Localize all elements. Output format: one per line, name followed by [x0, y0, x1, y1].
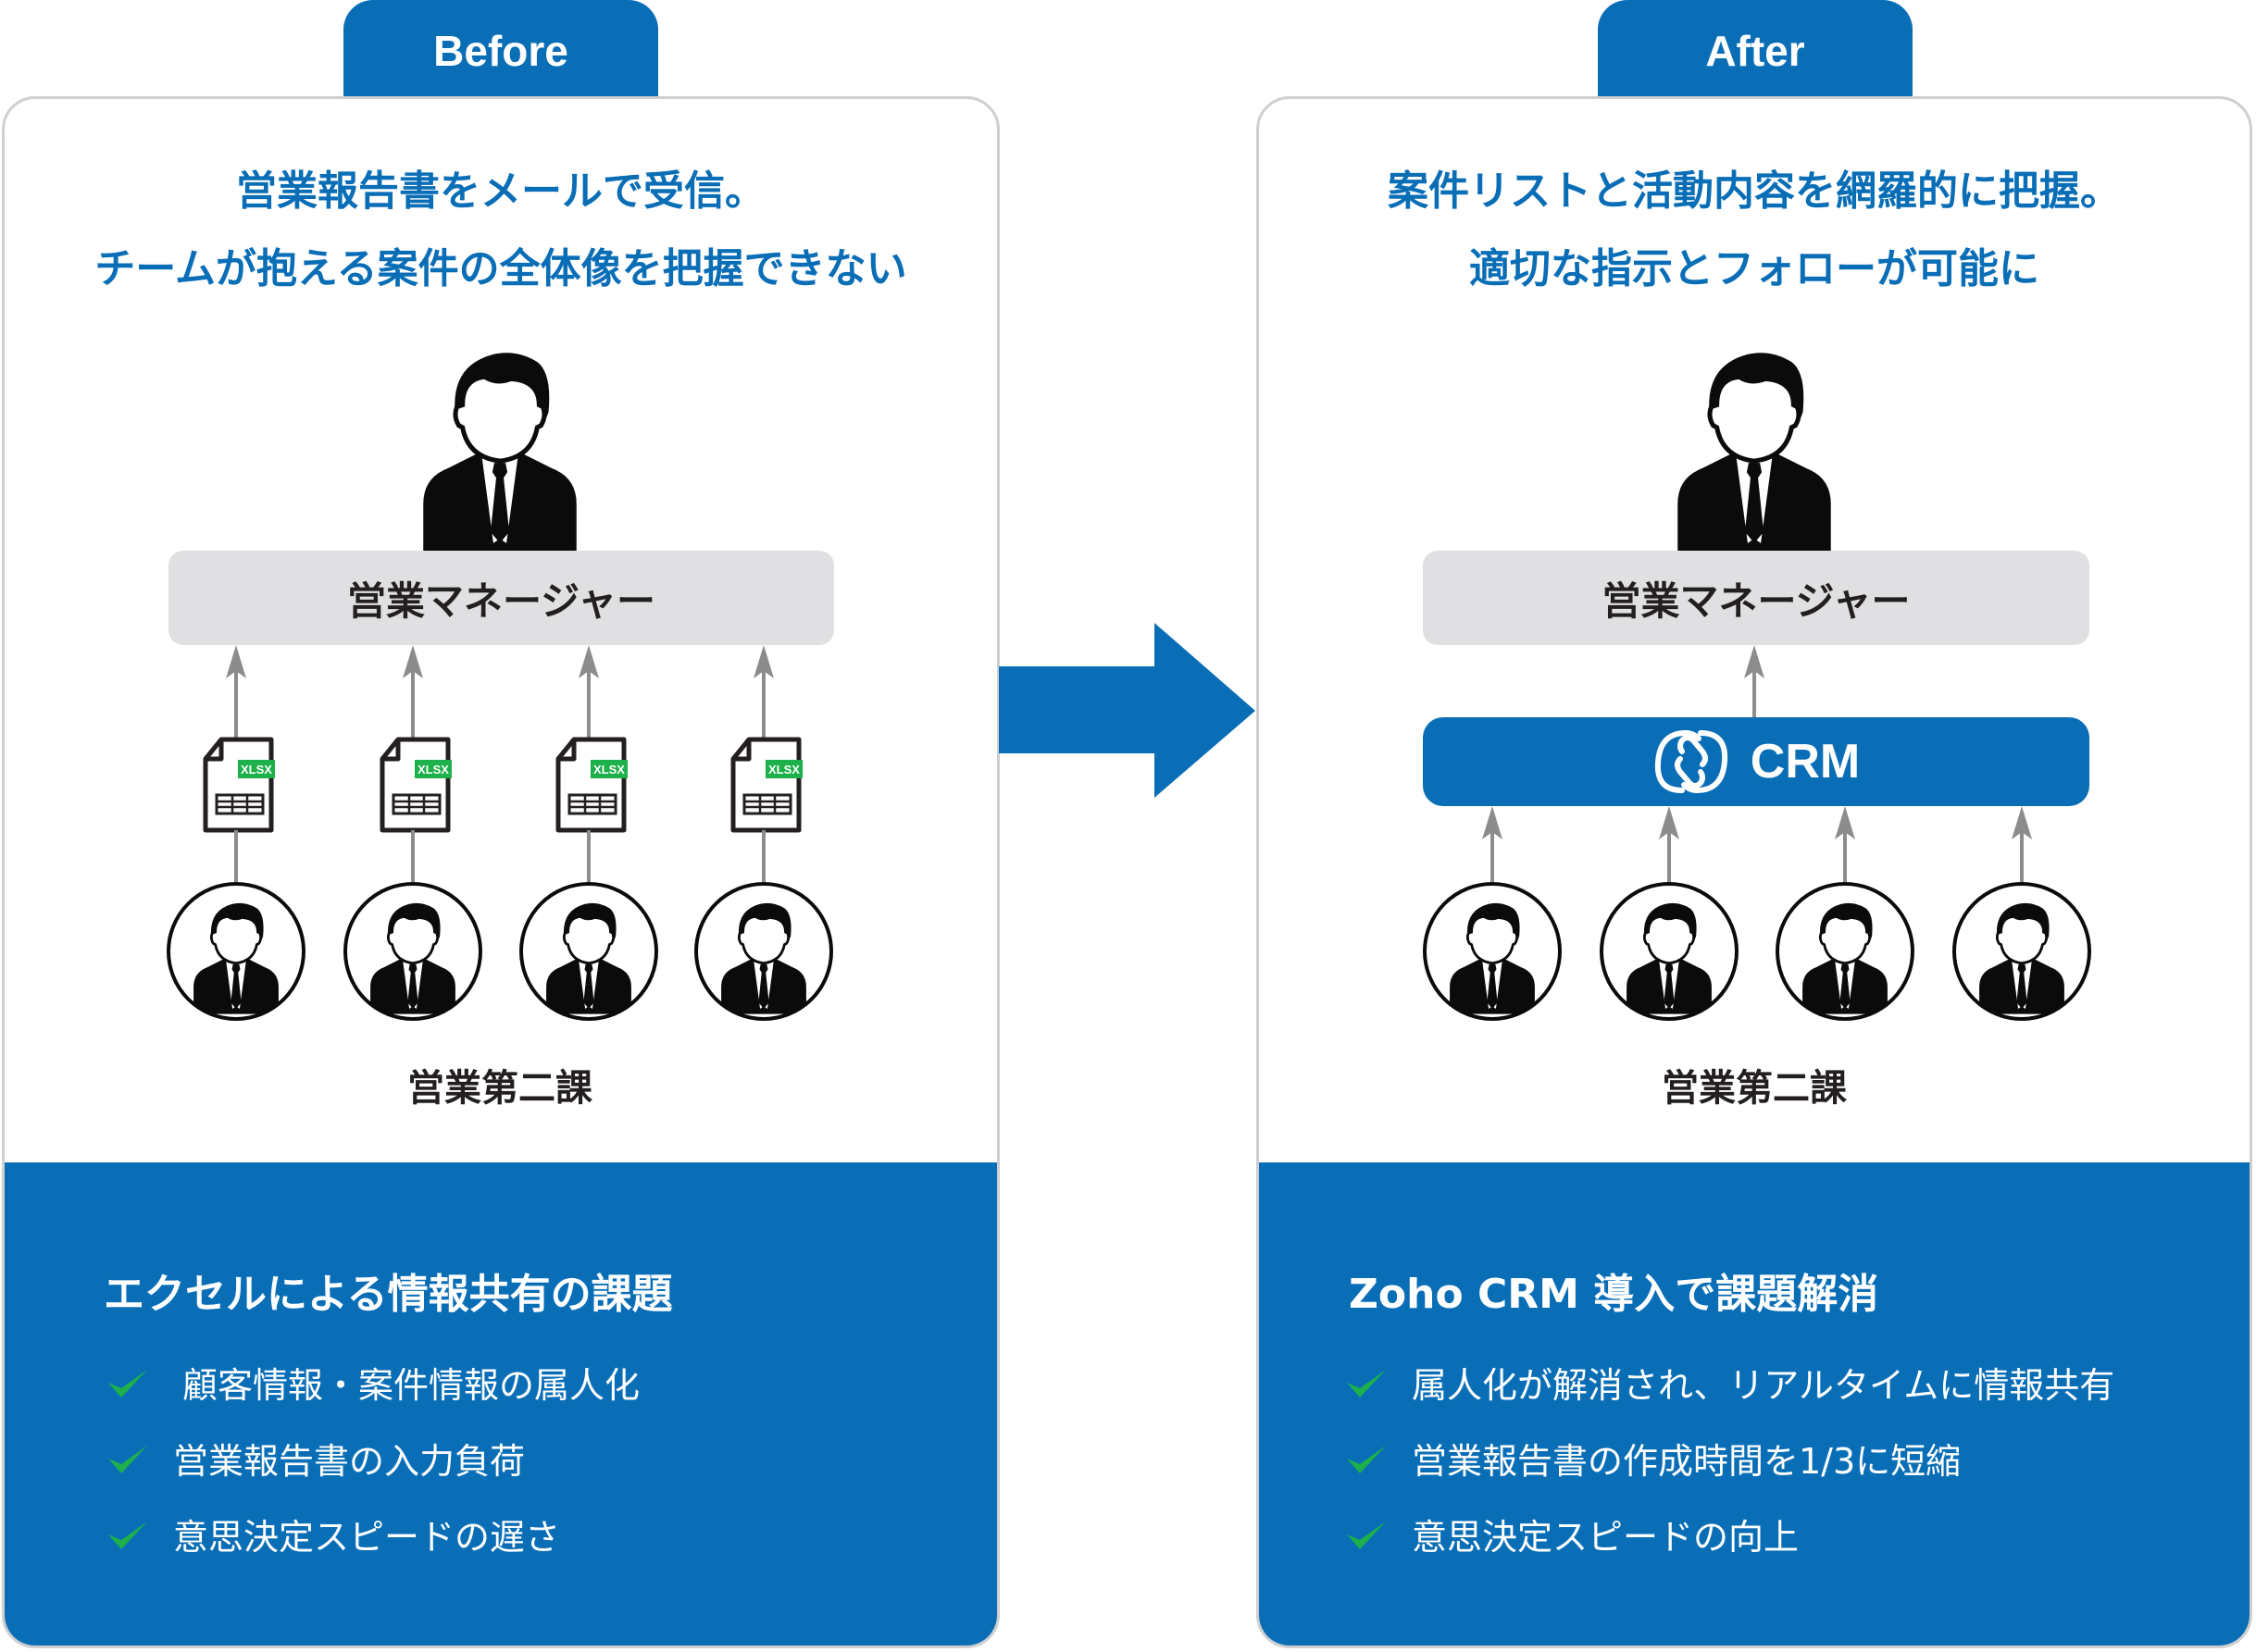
- right-arrow-icon: [999, 623, 1255, 798]
- up-arrow-icon: [1659, 806, 1679, 882]
- after-summary-section: [1259, 1162, 2250, 1646]
- connector-line: [411, 830, 415, 882]
- after-headline-line-2: 適切な指示とフォローが可能に: [1469, 245, 2039, 292]
- connector-line: [587, 830, 591, 882]
- after-summary-title: Zoho CRM 導入で課題解消: [1349, 1271, 1879, 1318]
- connector-line: [234, 830, 238, 882]
- before-team-label: 営業第二課: [407, 1067, 592, 1110]
- person-avatar-icon: [1423, 882, 1562, 1021]
- up-arrow-icon: [1835, 806, 1855, 882]
- after-summary-item: 意思決定スピードの向上: [1345, 1509, 1799, 1559]
- before-summary-item-text: 営業報告書の入力負荷: [173, 1441, 526, 1482]
- crm-label: CRM: [1750, 735, 1861, 789]
- up-arrow-icon: [403, 645, 423, 739]
- check-icon: [106, 1518, 149, 1551]
- xlsx-file-icon: [730, 737, 804, 833]
- after-summary-item-text: 意思決定スピードの向上: [1412, 1517, 1800, 1558]
- check-icon: [1345, 1518, 1388, 1551]
- up-arrow-icon: [2012, 806, 2032, 882]
- before-summary-item-text: 顧客情報・案件情報の属人化: [182, 1365, 641, 1406]
- before-summary-item: 意思決定スピードの遅さ: [106, 1509, 560, 1559]
- up-arrow-icon: [226, 645, 246, 739]
- before-summary-item: 営業報告書の入力負荷: [106, 1433, 525, 1484]
- connector-line: [762, 830, 766, 882]
- person-avatar-icon: [1600, 882, 1739, 1021]
- after-summary-item: 営業報告書の作成時間を1/3に短縮: [1345, 1433, 1961, 1484]
- after-team-label: 営業第二課: [1662, 1067, 1847, 1110]
- up-arrow-icon: [1744, 645, 1764, 719]
- after-summary-item-text: 営業報告書の作成時間を1/3に短縮: [1412, 1441, 1962, 1482]
- before-manager-box: 営業マネージャー: [168, 551, 834, 645]
- after-headline-line-1: 案件リストと活動内容を網羅的に把握。: [1388, 168, 2121, 215]
- before-manager-label: 営業マネージャー: [346, 578, 656, 624]
- before-summary-item-text: 意思決定スピードの遅さ: [173, 1517, 561, 1558]
- check-icon: [1345, 1442, 1388, 1475]
- zoho-crm-logo-icon: [1654, 729, 1727, 794]
- before-tab-label: Before: [433, 27, 568, 75]
- check-icon: [106, 1366, 149, 1399]
- check-icon: [1345, 1366, 1388, 1399]
- before-headline-line-1: 営業報告書をメールで受信。: [236, 168, 766, 215]
- person-avatar-icon: [519, 882, 658, 1021]
- person-avatar-icon: [1952, 882, 2091, 1021]
- up-arrow-icon: [754, 645, 774, 739]
- after-summary-item: 属人化が解消され、リアルタイムに情報共有: [1345, 1357, 2114, 1408]
- after-panel: 案件リストと活動内容を網羅的に把握。 適切な指示とフォローが可能に: [1256, 96, 2252, 1648]
- after-tab: After: [1598, 0, 1913, 111]
- up-arrow-icon: [1482, 806, 1502, 882]
- xlsx-file-icon: [555, 737, 629, 833]
- up-arrow-icon: [579, 645, 599, 739]
- after-summary-item-text: 属人化が解消され、リアルタイムに情報共有: [1412, 1365, 2115, 1406]
- before-summary-section: [5, 1162, 997, 1646]
- person-avatar-icon: [1776, 882, 1914, 1021]
- check-icon: [106, 1442, 149, 1475]
- person-avatar-icon: [343, 882, 482, 1021]
- after-manager-box: 営業マネージャー: [1423, 551, 2089, 645]
- before-headline-line-2: チームが抱える案件の全体像を把握できない: [94, 245, 907, 292]
- after-tab-label: After: [1705, 27, 1805, 75]
- xlsx-file-icon: [203, 737, 277, 833]
- crm-bar: CRM: [1423, 717, 2089, 806]
- person-avatar-icon: [167, 882, 305, 1021]
- before-summary-item: 顧客情報・案件情報の属人化: [106, 1357, 640, 1408]
- after-manager-label: 営業マネージャー: [1602, 578, 1911, 624]
- xlsx-file-icon: [380, 737, 454, 833]
- before-summary-title: エクセルによる情報共有の課題: [104, 1271, 673, 1318]
- manager-person-icon: [1656, 347, 1852, 553]
- before-tab: Before: [343, 0, 658, 111]
- manager-person-icon: [402, 347, 598, 553]
- person-avatar-icon: [694, 882, 833, 1021]
- before-panel: 営業報告書をメールで受信。 チームが抱える案件の全体像を把握できない: [2, 96, 1000, 1648]
